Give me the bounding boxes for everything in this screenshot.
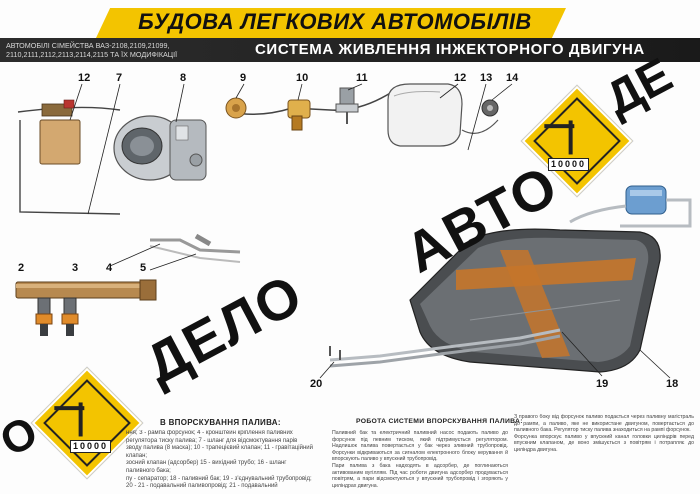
operation-heading: РОБОТА СИСТЕМИ ВПОРСКУВАННЯ ПАЛИВА: <box>356 418 523 425</box>
legend-line: пу - сепаратор; 18 - паливний бак; 19 - … <box>126 475 312 490</box>
model-list: АВТОМОБІЛІ СІМЕЙСТВА ВАЗ-2108,2109,21099… <box>6 41 178 59</box>
fuel-tank-icon <box>409 228 661 373</box>
legend-line: регулятора тиску палива; 7 - шланг для в… <box>126 437 298 444</box>
callout-12: 12 <box>454 72 467 84</box>
operation-body: Паливний бак та електричний паливний нас… <box>332 430 508 490</box>
callout-5: 5 <box>140 262 147 274</box>
filler-cap-icon <box>481 99 499 117</box>
callout-11: 11 <box>356 72 368 84</box>
callout-7: 7 <box>116 72 123 84</box>
throttle-body-icon <box>113 115 207 181</box>
poster-title: БУДОВА ЛЕГКОВИХ АВТОМОБІЛІВ <box>138 9 532 34</box>
legend-line: ння; 3 - рампа форсунок; 4 - кронштейн к… <box>126 430 293 436</box>
fuel-filter-icon <box>620 185 692 228</box>
callout-9: 9 <box>240 72 247 84</box>
title-bar <box>96 8 566 38</box>
legend-line: зводу палива (8 маска); 10 - трапецієвий… <box>126 445 313 459</box>
callout-8: 8 <box>180 72 187 84</box>
operation-paragraph: Паливний бак та електричний паливний нас… <box>332 430 508 463</box>
separator-icon <box>387 83 463 147</box>
legend-body: ння; 3 - рампа форсунок; 4 - кронштейн к… <box>126 430 316 490</box>
callout-19: 19 <box>596 378 609 390</box>
side-paragraph: Форсунка впорскує паливо у впускний кана… <box>514 433 694 453</box>
purge-valve-icon <box>225 97 247 119</box>
check-valve-icon <box>287 99 311 131</box>
callout-6: 12 <box>78 72 91 84</box>
legend-heading: В ВПОРСКУВАННЯ ПАЛИВА: <box>160 418 281 427</box>
legend-line: зосний клапан (адсорбер) 15 - вихідний т… <box>126 460 287 474</box>
callout-18: 18 <box>666 378 679 390</box>
operation-paragraph: Пари палива з бака надходять в адсорбер,… <box>332 462 508 489</box>
poster-subtitle: СИСТЕМА ЖИВЛЕННЯ ІНЖЕКТОРНОГО ДВИГУНА <box>255 41 645 58</box>
adsorber-canister-icon <box>39 99 81 165</box>
callout-10: 10 <box>296 72 309 84</box>
callout-2: 2 <box>18 262 25 274</box>
callout-20: 20 <box>310 378 323 390</box>
side-text: З правого боку від форсунок паливо подає… <box>514 414 694 490</box>
screwdriver-icon <box>568 120 573 155</box>
watermark-counter: 10000 <box>70 440 112 453</box>
fuel-rail-icon <box>15 279 157 301</box>
callout-4: 4 <box>106 262 113 274</box>
side-paragraph: З правого боку від форсунок паливо подає… <box>514 414 694 434</box>
callout-3: 3 <box>72 262 79 274</box>
callout-13: 13 <box>480 72 493 84</box>
callout-14: 14 <box>506 72 519 84</box>
injector-icon <box>35 297 79 336</box>
header-band <box>0 38 700 62</box>
watermark-counter: 10000 <box>548 158 590 171</box>
gravity-valve-icon <box>335 87 359 124</box>
screwdriver-icon <box>78 402 83 437</box>
